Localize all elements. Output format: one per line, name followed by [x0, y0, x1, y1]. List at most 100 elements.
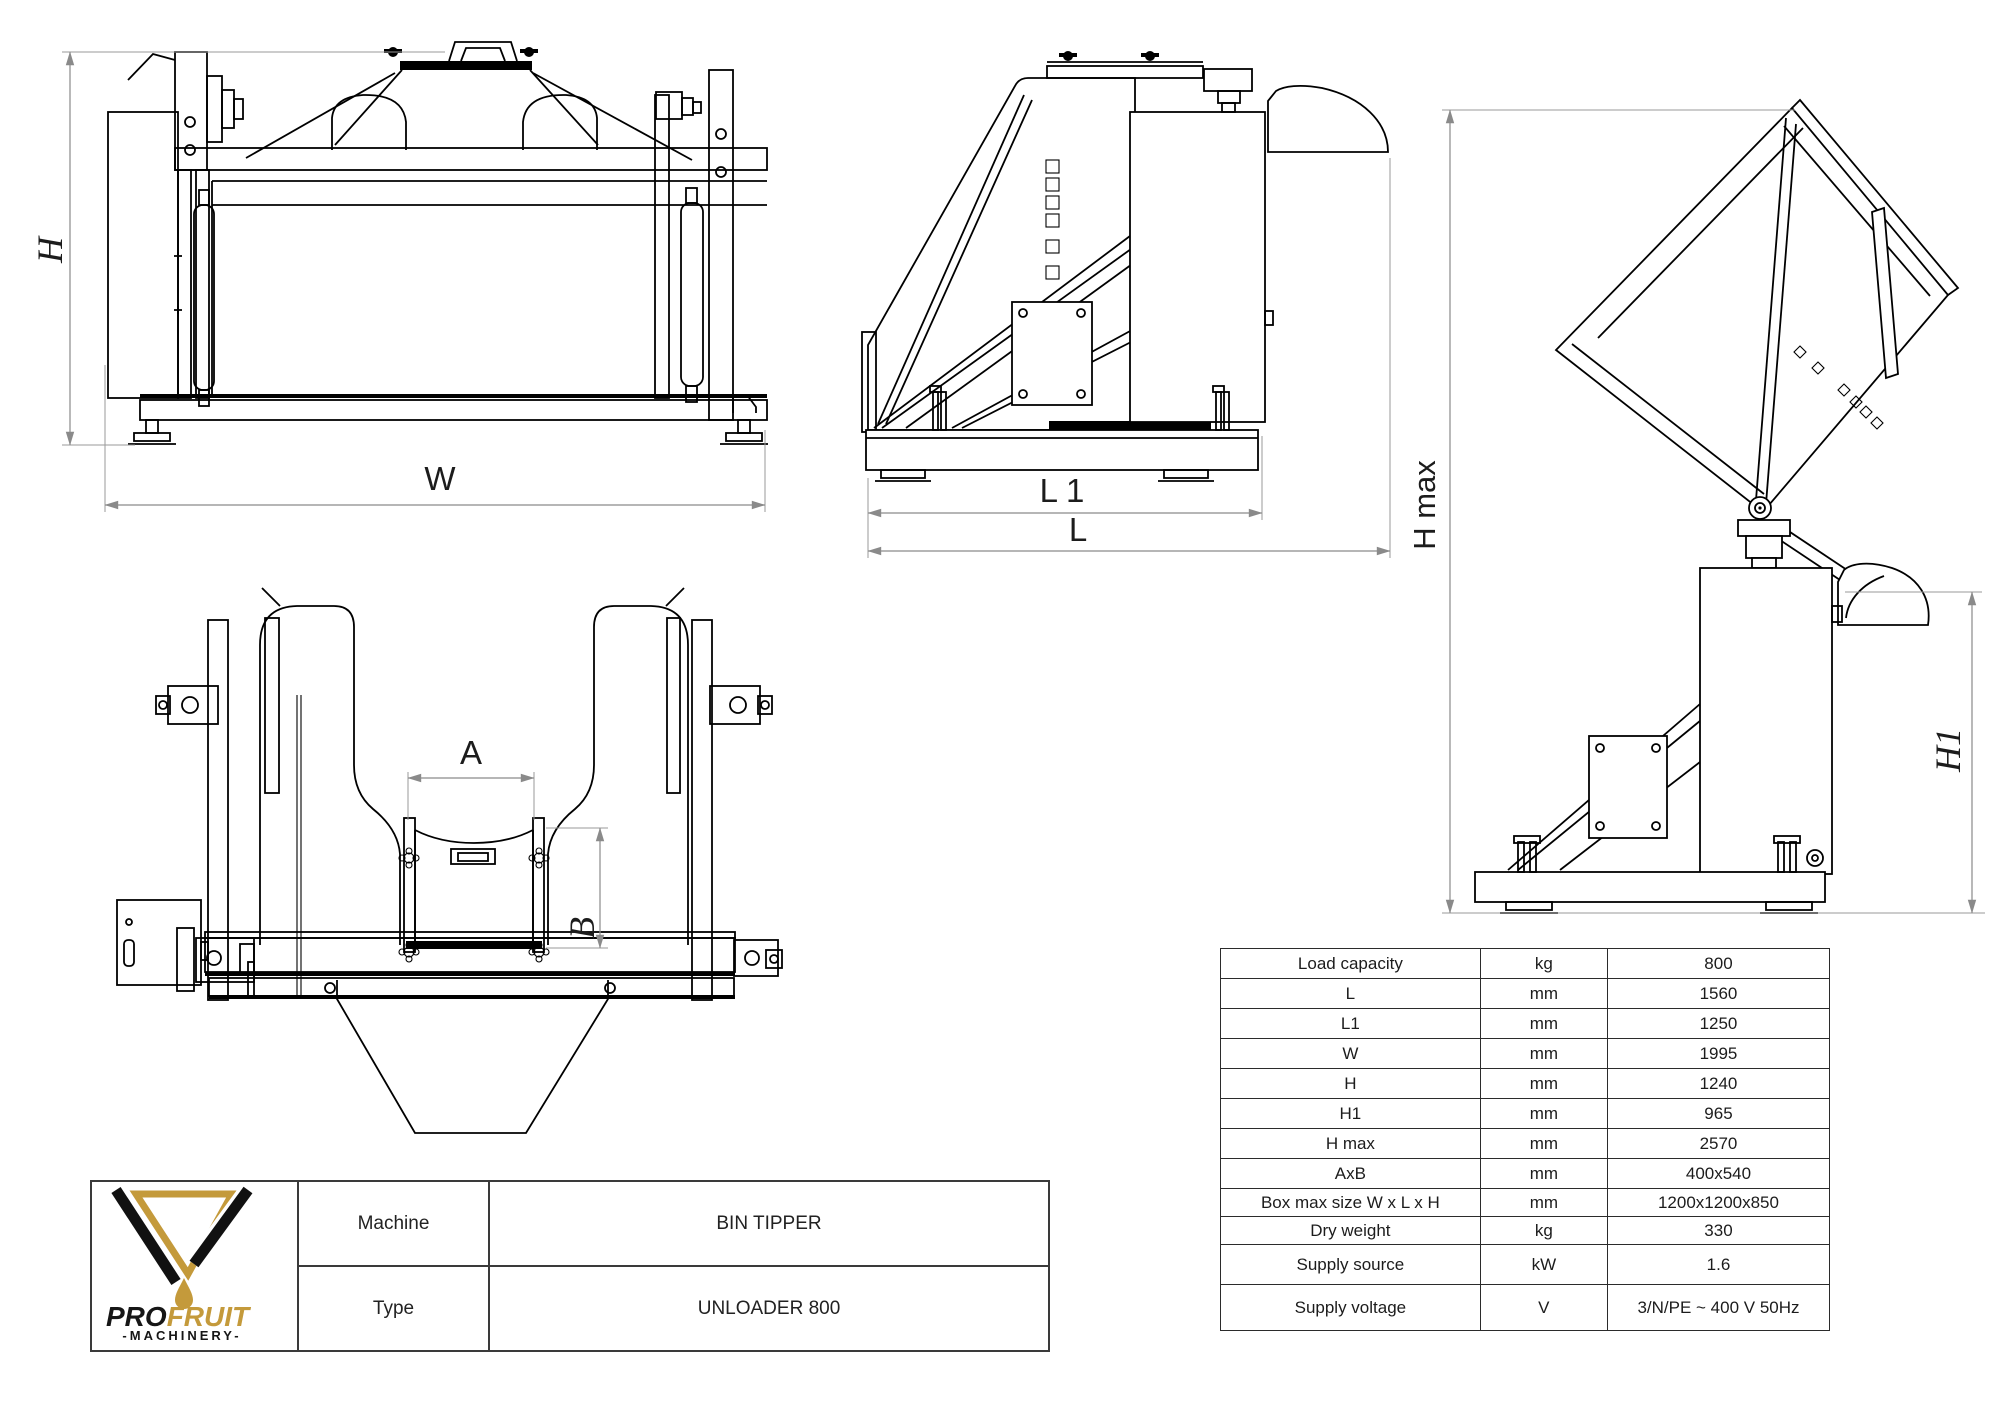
machine-value: BIN TIPPER — [716, 1212, 822, 1234]
control-box — [116, 899, 202, 986]
spec-unit: mm — [1479, 1038, 1608, 1069]
type-label: Type — [299, 1267, 490, 1350]
spec-unit: kW — [1479, 1244, 1608, 1285]
title-row-machine: Machine BIN TIPPER — [299, 1182, 1048, 1267]
machine-label: Machine — [299, 1182, 490, 1265]
rear-b-label: B — [562, 917, 602, 939]
tipped-cabinet — [1699, 567, 1833, 875]
front-width-label: W — [424, 460, 456, 497]
tipped-view-drawing: H max H1 — [1407, 98, 1985, 914]
tipped-hmax-dimension: H max — [1407, 109, 1985, 914]
title-block: PROFRUIT -MACHINERY- Machine BIN TIPPER … — [90, 1180, 1050, 1352]
spec-unit: mm — [1479, 1008, 1608, 1039]
spec-value: 2570 — [1606, 1128, 1831, 1159]
tipped-mounting-plate — [1588, 735, 1668, 839]
spec-value: 1240 — [1606, 1068, 1831, 1099]
bin-guide-left — [331, 94, 407, 150]
company-logo: PROFRUIT -MACHINERY- — [92, 1182, 299, 1350]
spec-value: 1.6 — [1606, 1244, 1831, 1285]
right-post — [691, 619, 713, 1001]
tipped-h1-dimension: H1 — [1845, 591, 1982, 914]
spec-unit: mm — [1479, 1098, 1608, 1129]
spec-parameter: Supply voltage — [1220, 1284, 1481, 1331]
vent-holes — [1045, 159, 1060, 280]
spec-parameter: Load capacity — [1220, 948, 1481, 979]
rear-view-drawing: A B — [116, 587, 783, 1134]
guard-left — [259, 605, 401, 945]
bin-holes — [1793, 345, 1884, 430]
logo-wordmark: PROFRUIT — [106, 1301, 252, 1332]
lid-handle — [448, 41, 518, 62]
side-view-drawing: L 1 L — [861, 51, 1391, 558]
side-l1-label: L 1 — [1040, 472, 1085, 509]
spec-parameter: H max — [1220, 1128, 1481, 1159]
spec-unit: mm — [1479, 1158, 1608, 1189]
spec-unit: kg — [1479, 948, 1608, 979]
gate-panel — [414, 829, 534, 844]
control-cabinet — [1129, 111, 1266, 423]
spec-parameter: W — [1220, 1038, 1481, 1069]
front-view-drawing: H W — [30, 41, 768, 512]
spec-value: 330 — [1606, 1216, 1831, 1245]
rear-b-dimension: B — [546, 827, 608, 949]
type-value: UNLOADER 800 — [697, 1297, 841, 1319]
rear-a-dimension: A — [407, 734, 535, 820]
tipped-hmax-label: H max — [1407, 460, 1442, 550]
spec-parameter: H — [1220, 1068, 1481, 1099]
spec-parameter: L1 — [1220, 1008, 1481, 1039]
side-l-dimension: L — [867, 158, 1391, 558]
lid-bar — [400, 61, 532, 70]
spec-unit: mm — [1479, 1068, 1608, 1099]
title-row-type: Type UNLOADER 800 — [299, 1267, 1048, 1350]
spec-parameter: H1 — [1220, 1098, 1481, 1129]
gate-knobs — [398, 847, 550, 963]
side-base-frame — [865, 429, 1259, 471]
spec-unit: kg — [1479, 1216, 1608, 1245]
bin-guide-right — [522, 94, 598, 150]
spec-value: 400x540 — [1606, 1158, 1831, 1189]
spec-value: 800 — [1606, 948, 1831, 979]
side-l1-dimension: L 1 — [867, 436, 1263, 558]
spec-parameter: L — [1220, 978, 1481, 1009]
spec-unit: mm — [1479, 978, 1608, 1009]
top-beam — [174, 147, 768, 171]
mounting-plate — [1011, 301, 1093, 406]
spec-parameter: Dry weight — [1220, 1216, 1481, 1245]
rear-a-label: A — [460, 734, 482, 771]
tipped-base-frame — [1474, 871, 1826, 903]
spec-value: 1200x1200x850 — [1606, 1188, 1831, 1217]
spec-value: 3/N/PE ~ 400 V 50Hz — [1606, 1284, 1831, 1331]
spec-value: 1995 — [1606, 1038, 1831, 1069]
hopper-fin — [1267, 84, 1389, 153]
side-l-label: L — [1069, 511, 1087, 548]
discharge-fin — [1837, 562, 1930, 626]
spec-parameter: AxB — [1220, 1158, 1481, 1189]
electrical-panel — [107, 111, 179, 399]
spec-parameter: Box max size W x L x H — [1220, 1188, 1481, 1217]
spec-value: 965 — [1606, 1098, 1831, 1129]
hydraulic-cylinder-right — [680, 202, 704, 387]
guard-right — [547, 605, 689, 945]
logo-tagline: -MACHINERY- — [122, 1328, 241, 1342]
base-frame — [139, 399, 768, 421]
left-post — [207, 619, 229, 1001]
spec-parameter: Supply source — [1220, 1244, 1481, 1285]
spec-value: 1250 — [1606, 1008, 1831, 1039]
spec-unit: mm — [1479, 1188, 1608, 1217]
spec-unit: V — [1479, 1284, 1608, 1331]
front-height-label: H — [30, 235, 70, 264]
discharge-funnel — [336, 980, 609, 1134]
